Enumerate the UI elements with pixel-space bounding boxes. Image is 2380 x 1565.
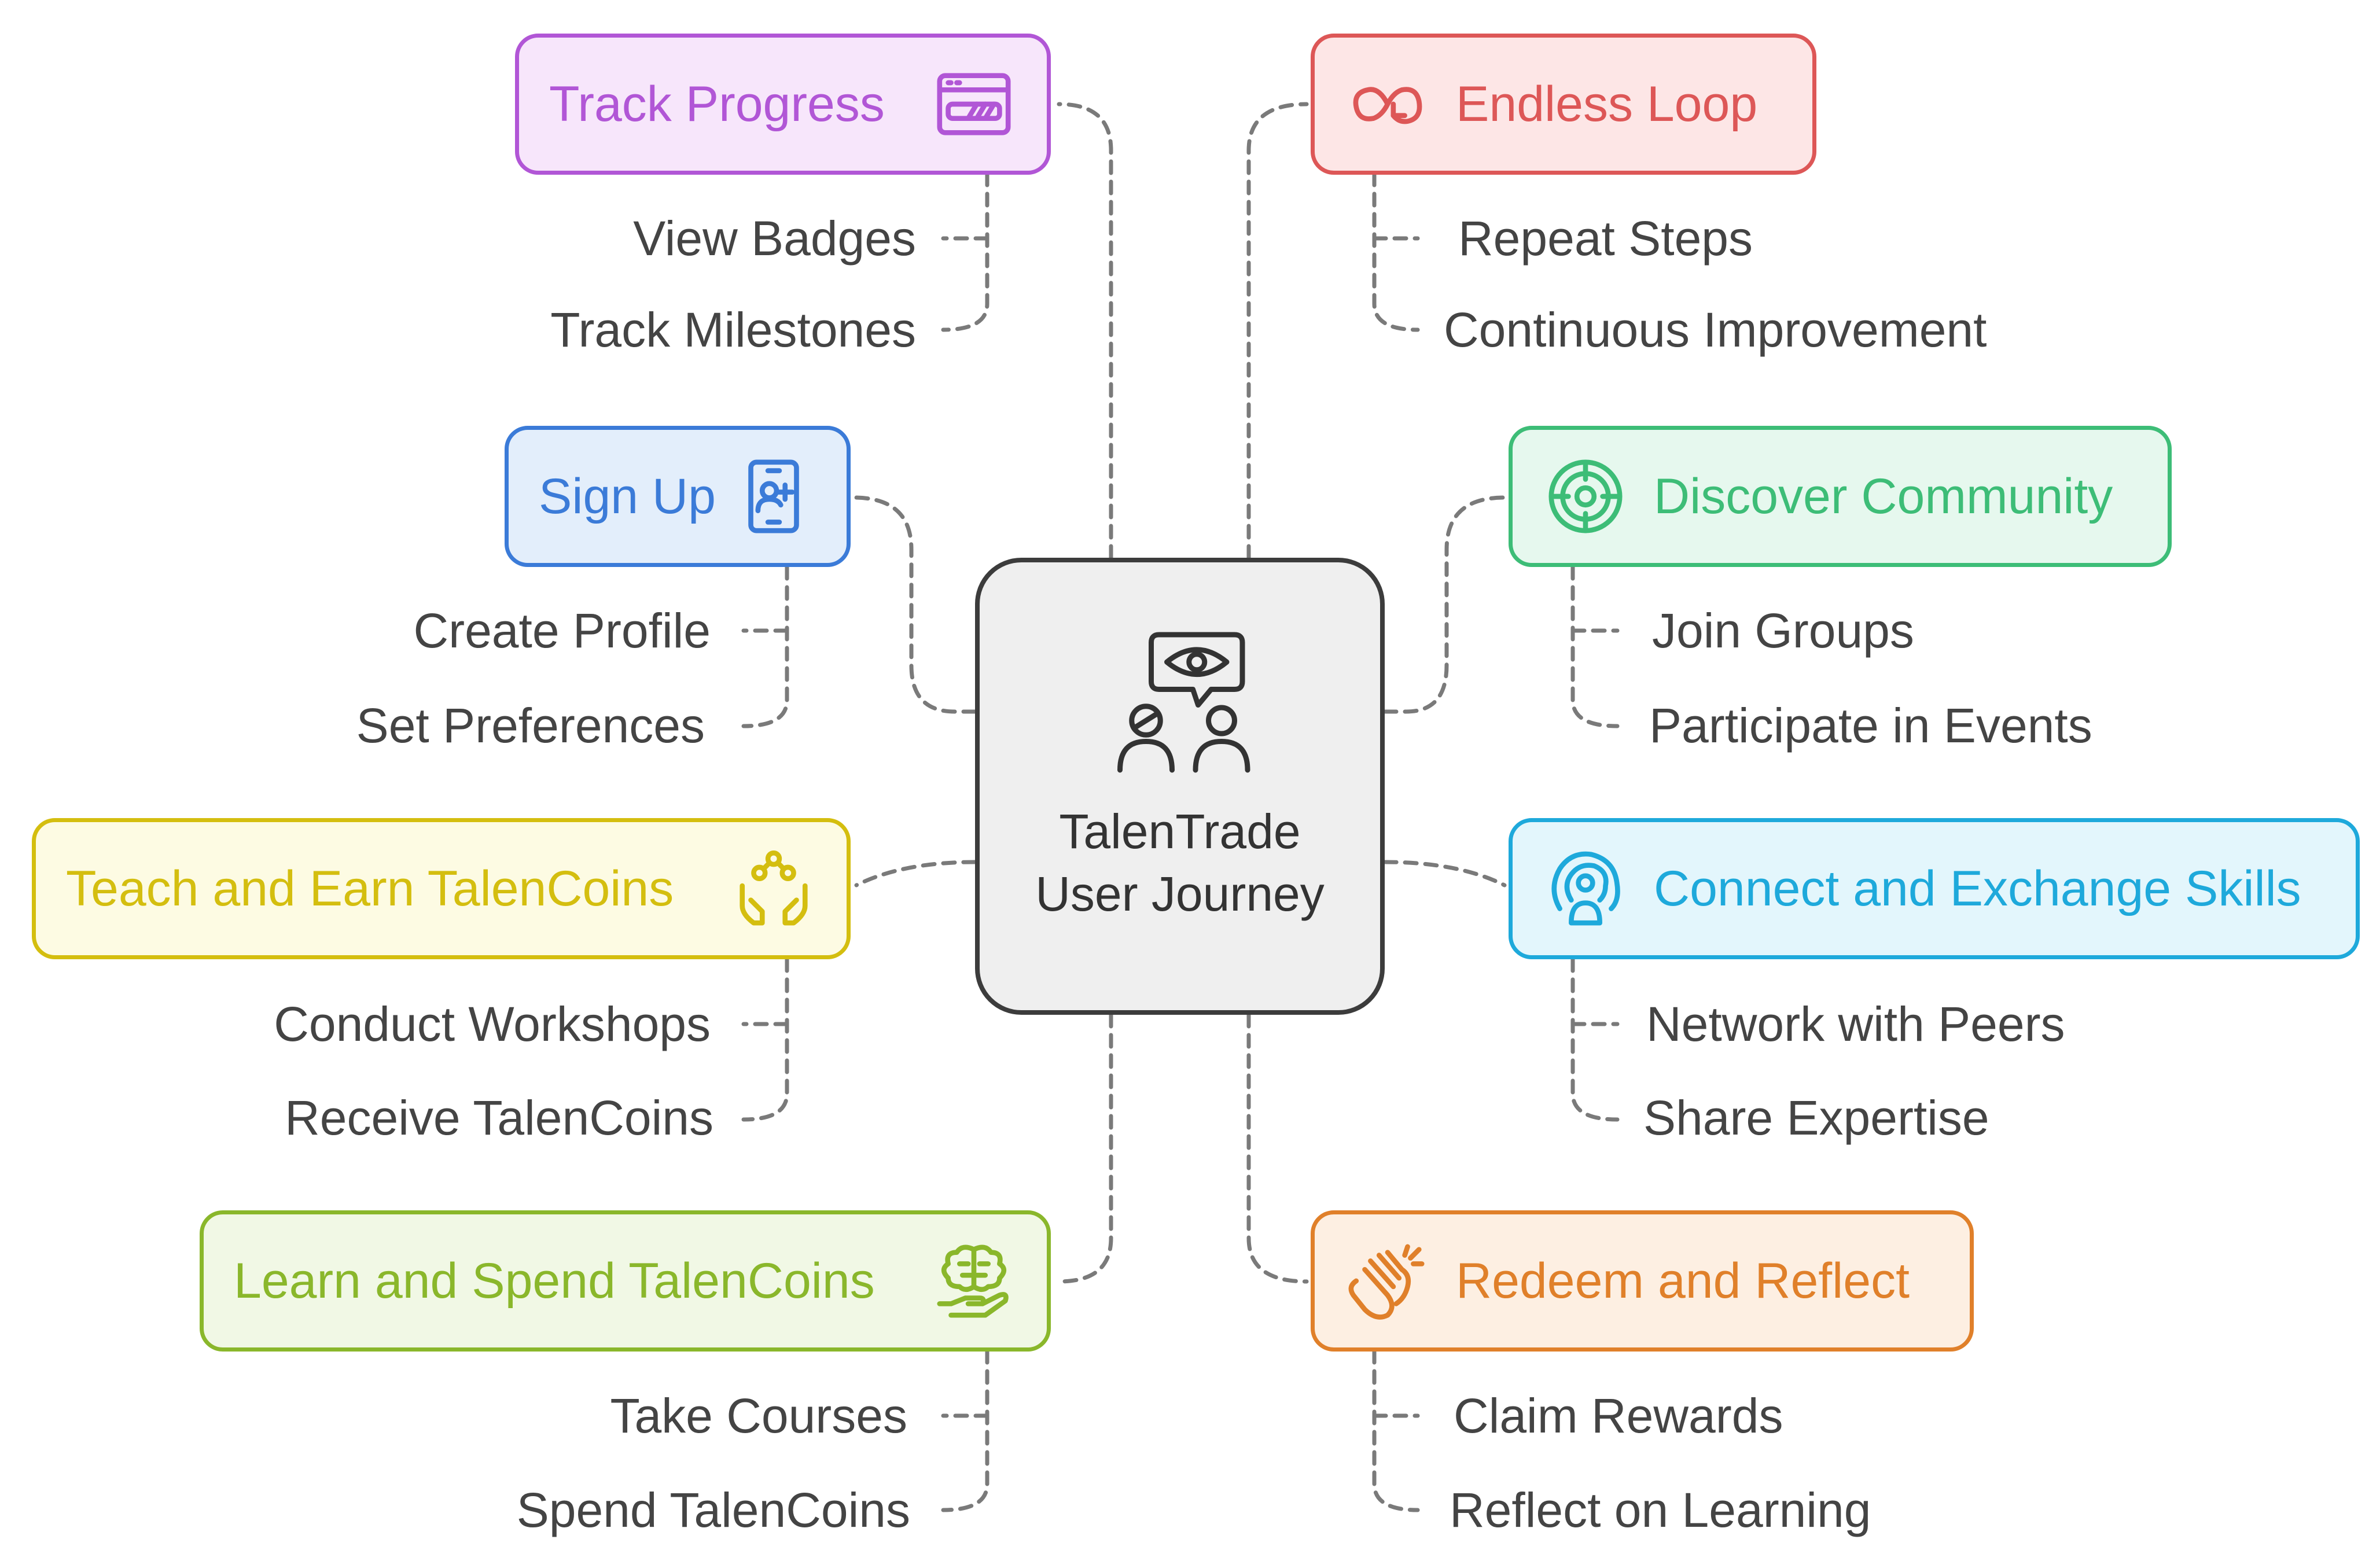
connector-track-progress-items — [941, 171, 989, 332]
connector-center-learn-spend — [1057, 1012, 1113, 1284]
node-label: Track Progress — [549, 76, 885, 132]
connector-center-sign-up — [851, 495, 977, 714]
connector-connect-exchange-items — [1570, 957, 1620, 1122]
sub-item-create-profile: Create Profile — [413, 603, 711, 658]
infinity-loop-icon — [1345, 61, 1430, 147]
connector-endless-loop-items — [1372, 171, 1420, 332]
sub-item-receive-talencoins: Receive TalenCoins — [285, 1091, 713, 1145]
sub-item-take-courses: Take Courses — [610, 1389, 907, 1443]
sub-item-share-expertise: Share Expertise — [1643, 1091, 1989, 1145]
connector-center-discover-community — [1382, 495, 1507, 714]
node-endless-loop[interactable]: Endless Loop — [1311, 34, 1816, 175]
clapping-hands-icon — [1345, 1238, 1430, 1324]
sub-item-set-preferences: Set Preferences — [356, 698, 705, 753]
connector-center-endless-loop — [1246, 102, 1309, 560]
eye-chat-people-icon — [1117, 632, 1250, 773]
sub-item-reflect-on-learning: Reflect on Learning — [1450, 1483, 1871, 1537]
node-track-progress[interactable]: Track Progress — [515, 34, 1051, 175]
node-label: Redeem and Reflect — [1456, 1253, 1910, 1309]
compass-target-icon — [1543, 454, 1628, 539]
progress-bar-icon — [931, 61, 1017, 147]
sub-item-conduct-workshops: Conduct Workshops — [274, 997, 711, 1051]
node-label: Endless Loop — [1456, 76, 1758, 132]
connector-center-redeem-reflect — [1246, 1012, 1309, 1284]
connector-center-track-progress — [1057, 102, 1113, 560]
node-label: Teach and Earn TalenCoins — [66, 861, 674, 916]
node-redeem-reflect[interactable]: Redeem and Reflect — [1311, 1210, 1974, 1352]
connector-center-teach-earn — [854, 860, 977, 888]
sub-item-network-with-peers: Network with Peers — [1646, 997, 2065, 1051]
node-teach-earn[interactable]: Teach and Earn TalenCoins — [32, 818, 851, 959]
sub-item-repeat-steps: Repeat Steps — [1458, 211, 1753, 266]
connector-learn-spend-items — [941, 1349, 989, 1512]
brain-hand-icon — [931, 1238, 1017, 1324]
sub-item-track-milestones: Track Milestones — [550, 303, 916, 357]
center-title: TalenTrade User Journey — [1035, 804, 1325, 921]
node-sign-up[interactable]: Sign Up — [505, 426, 851, 567]
sub-item-claim-rewards: Claim Rewards — [1454, 1389, 1783, 1443]
node-label: Connect and Exchange Skills — [1654, 861, 2301, 916]
sub-item-view-badges: View Badges — [633, 211, 916, 266]
node-learn-spend[interactable]: Learn and Spend TalenCoins — [200, 1210, 1051, 1352]
connector-teach-earn-items — [741, 957, 789, 1122]
connector-discover-community-items — [1570, 565, 1620, 728]
node-discover-community[interactable]: Discover Community — [1509, 426, 2172, 567]
connector-sign-up-items — [741, 565, 789, 728]
center-node[interactable]: TalenTrade User Journey — [975, 558, 1385, 1015]
sub-item-join-groups: Join Groups — [1652, 603, 1914, 658]
connector-redeem-reflect-items — [1372, 1349, 1420, 1512]
broadcast-person-icon — [1543, 846, 1628, 931]
node-label: Discover Community — [1654, 469, 2113, 524]
node-connect-exchange[interactable]: Connect and Exchange Skills — [1509, 818, 2360, 959]
connector-center-connect-exchange — [1382, 860, 1507, 888]
node-label: Learn and Spend TalenCoins — [234, 1253, 875, 1309]
sub-item-participate-in-events: Participate in Events — [1649, 698, 2092, 753]
hands-network-icon — [731, 846, 816, 931]
sub-item-continuous-improvement: Continuous Improvement — [1444, 303, 1987, 357]
node-label: Sign Up — [539, 469, 716, 524]
add-user-phone-icon — [731, 454, 816, 539]
sub-item-spend-talencoins: Spend TalenCoins — [516, 1483, 910, 1537]
